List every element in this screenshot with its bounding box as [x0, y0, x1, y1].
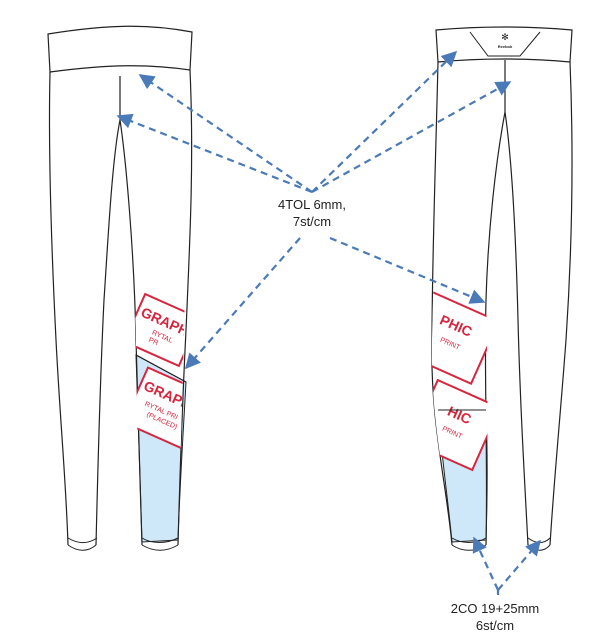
arrow-to-front-crotch — [116, 113, 313, 194]
coverstitch-annotation-line2: 6st/cm — [475, 618, 515, 633]
arrow-to-front-waist-seam — [138, 74, 313, 193]
hem-arrows — [472, 536, 542, 595]
front-panel-seam — [135, 354, 187, 383]
arrow-to-back-right-hem — [497, 539, 542, 591]
coverstitch-annotation-line1: 2CO 19+25mm — [450, 601, 540, 616]
stitch-annotation-line2: 7st/cm — [292, 214, 332, 229]
reebok-logo-text: Reebok — [498, 44, 513, 49]
back-leggings: ✻ Reebok PHIC PRINT HIC PRINT — [431, 26, 573, 551]
back-waistband-yoke — [469, 31, 541, 57]
front-print-sub-upper2: PR — [147, 337, 159, 347]
front-leggings: GRAPHIC RYTAL PR GRAPHIC RYTAL PRI (PLAC… — [47, 25, 193, 551]
arrow-to-back-crotch — [311, 81, 512, 193]
front-right-hem — [141, 537, 179, 551]
front-print-group: GRAPHIC RYTAL PR GRAPHIC RYTAL PRI (PLAC… — [122, 292, 191, 450]
arrow-to-back-left-hem — [472, 536, 499, 591]
stitch-annotation: 4TOL 6mm, 7st/cm — [262, 196, 362, 230]
arrow-to-front-panel-seam — [184, 237, 301, 370]
arrow-to-back-leg-seam — [329, 236, 486, 304]
stitch-annotation-line1: 4TOL 6mm, — [278, 197, 346, 212]
stitch-arrows — [116, 50, 512, 370]
front-body-outline — [48, 69, 193, 546]
svg-text:✻: ✻ — [501, 33, 509, 43]
coverstitch-annotation: 2CO 19+25mm 6st/cm — [440, 600, 550, 634]
front-left-hem — [67, 537, 98, 551]
arrow-to-back-waist — [311, 50, 458, 193]
reebok-logo: ✻ Reebok — [498, 33, 513, 49]
front-waistband — [47, 25, 193, 73]
back-right-hem — [527, 537, 551, 551]
